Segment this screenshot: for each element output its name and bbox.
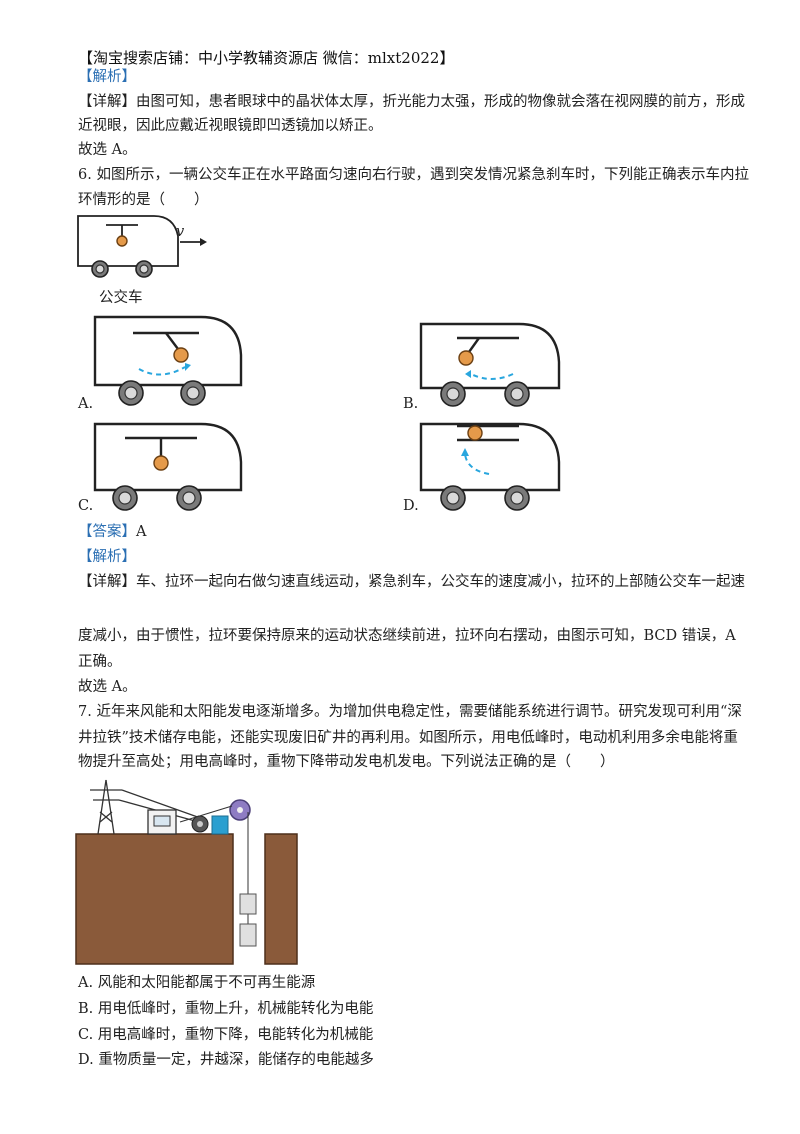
q6-conclusion: 故选 A。 (78, 679, 137, 695)
shop-banner: 【淘宝搜索店铺：中小学教辅资源店 微信：mlxt2022】 (78, 49, 455, 67)
q6-detail-line2: 度减小，由于惯性，拉环要保持原来的运动状态继续前进，拉环向右摆动，由图示可知，B… (78, 628, 736, 644)
q6-answer-value: A (136, 524, 147, 540)
q7-stem-line3: 物提升至高处；用电高峰时，重物下降带动发电机发电。下列说法正确的是（ ） (78, 754, 615, 770)
q5-conclusion: 故选 A。 (78, 142, 137, 158)
q6-option-c-figure (93, 422, 243, 511)
q5-detail-line1: 【详解】由图可知，患者眼球中的晶状体太厚，折光能力太强，形成的物像就会落在视网膜… (78, 94, 745, 110)
velocity-label: v (176, 224, 185, 240)
q7-stem-line1: 7. 近年来风能和太阳能发电逐渐增多。为增加供电稳定性，需要储能系统进行调节。研… (78, 704, 742, 720)
q6-stem-line2: 环情形的是（ ） (78, 192, 209, 208)
q6-option-c-label[interactable]: C. (78, 498, 94, 514)
q6-option-a-label[interactable]: A. (78, 396, 94, 412)
q6-option-d-figure (419, 422, 561, 511)
q6-answer: 【答案】A (78, 524, 147, 540)
q7-option-c[interactable]: C. 用电高峰时，重物下降，电能转化为机械能 (78, 1027, 374, 1043)
bus-caption: 公交车 (99, 290, 143, 306)
q5-analysis-tag: 【解析】 (78, 69, 136, 85)
q6-detail-line1: 【详解】车、拉环一起向右做匀速直线运动，紧急刹车，公交车的速度减小，拉环的上部随… (78, 574, 745, 590)
q7-option-a[interactable]: A. 风能和太阳能都属于不可再生能源 (78, 975, 316, 991)
q6-analysis-tag: 【解析】 (78, 549, 136, 565)
q6-option-a-figure (93, 315, 243, 406)
q6-option-d-label[interactable]: D. (403, 498, 419, 514)
q6-reference-bus-figure (77, 215, 207, 278)
q7-option-d[interactable]: D. 重物质量一定，井越深，能储存的电能越多 (78, 1052, 374, 1068)
q6-option-b-label[interactable]: B. (403, 396, 419, 412)
q7-deep-well-figure (75, 779, 298, 965)
q6-detail-line3: 正确。 (78, 654, 122, 670)
q7-stem-line2: 井拉铁”技术储存电能，还能实现废旧矿井的再利用。如图所示，用电低峰时，电动机利用… (78, 730, 738, 746)
q6-option-b-figure (419, 322, 561, 407)
q6-stem-line1: 6. 如图所示，一辆公交车正在水平路面匀速向右行驶，遇到突发情况紧急刹车时，下列… (78, 167, 749, 183)
q7-option-b[interactable]: B. 用电低峰时，重物上升，机械能转化为电能 (78, 1001, 374, 1017)
q5-detail-line2: 近视眼，因此应戴近视眼镜即凹透镜加以矫正。 (78, 118, 383, 134)
